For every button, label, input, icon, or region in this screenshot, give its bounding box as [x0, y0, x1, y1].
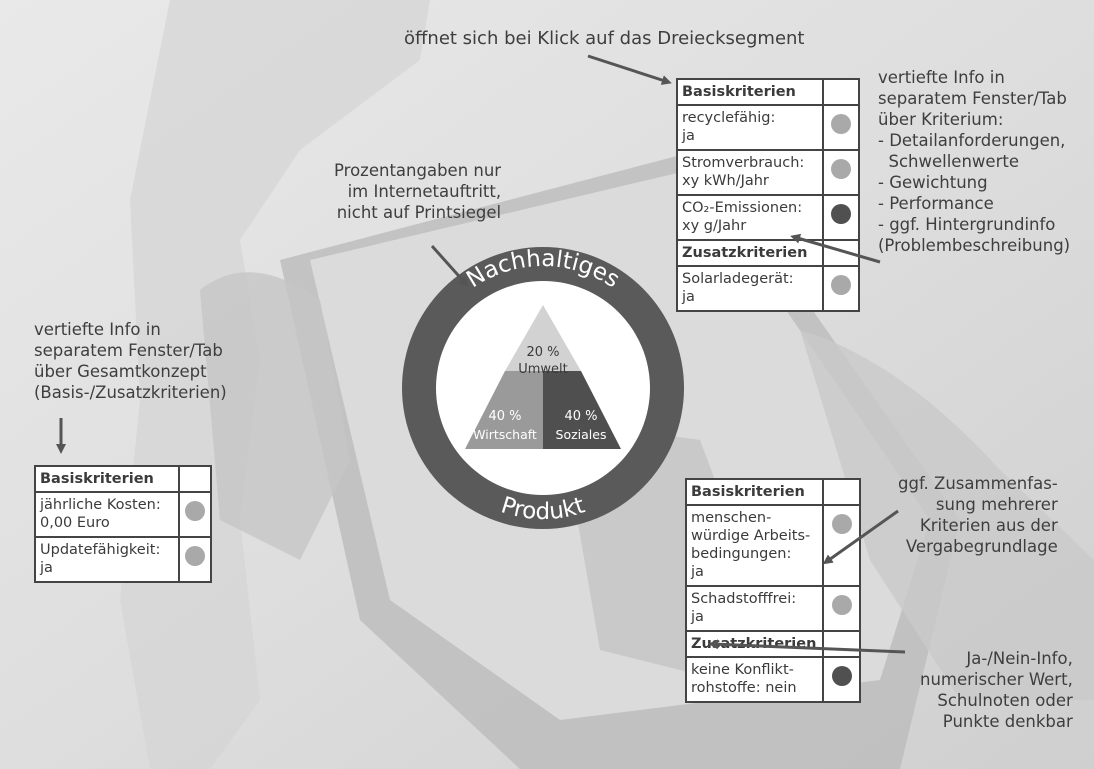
status-dot-icon [831, 204, 851, 224]
status-dot-icon [831, 595, 852, 615]
note-top: öffnet sich bei Klick auf das Dreieckseg… [404, 28, 805, 49]
status-dot-icon [831, 275, 851, 295]
note-right-top: vertiefte Info in separatem Fenster/Tab … [878, 68, 1071, 255]
segment-soziales-percent: 40 % [564, 409, 597, 424]
table-header-zusatz: Zusatzkriterien [678, 241, 858, 267]
criterion-text: Stromverbrauch: xy kWh/Jahr [678, 151, 824, 194]
segment-wirtschaft[interactable] [465, 371, 543, 449]
criterion-row[interactable]: Solarladegerät: ja [678, 267, 858, 310]
table-header-basis: Basiskriterien [678, 80, 858, 106]
criteria-table-bottom: Basiskriterien menschen- würdige Arbeits… [685, 478, 861, 703]
criterion-text: recyclefähig: ja [678, 106, 824, 149]
note-left: vertiefte Info in separatem Fenster/Tab … [34, 320, 227, 402]
criterion-text: Updatefähigkeit: ja [36, 538, 180, 581]
status-dot-icon [831, 114, 851, 134]
status-dot-icon [185, 501, 205, 521]
table-header-basis: Basiskriterien [687, 480, 859, 506]
criterion-text: Schadstofffrei: ja [687, 587, 824, 630]
criterion-text: Solarladegerät: ja [678, 267, 824, 310]
basis-header-label: Basiskriterien [678, 80, 824, 104]
segment-umwelt-label: Umwelt [518, 362, 568, 377]
segment-umwelt-percent: 20 % [526, 345, 559, 360]
segment-soziales-label: Soziales [556, 427, 607, 442]
segment-soziales[interactable] [543, 371, 621, 449]
note-right-mid: ggf. Zusammenfas- sung mehrerer Kriterie… [898, 474, 1058, 556]
criterion-row[interactable]: keine Konflikt- rohstoffe: nein [687, 658, 859, 701]
criterion-text: keine Konflikt- rohstoffe: nein [687, 658, 824, 701]
segment-umwelt[interactable] [505, 305, 581, 371]
zusatz-header-label: Zusatzkriterien [678, 241, 824, 265]
criteria-table-left: Basiskriterien jährliche Kosten: 0,00 Eu… [34, 465, 212, 583]
note-percent: Prozentangaben nur im Internetauftritt, … [334, 161, 502, 222]
table-header-basis: Basiskriterien [36, 467, 210, 493]
criterion-row[interactable]: menschen- würdige Arbeits- bedingungen: … [687, 506, 859, 587]
status-dot-icon [831, 666, 852, 686]
criterion-row[interactable]: jährliche Kosten: 0,00 Euro [36, 493, 210, 538]
criterion-row[interactable]: recyclefähig: ja [678, 106, 858, 151]
basis-header-label: Basiskriterien [687, 480, 824, 504]
note-right-bottom: Ja-/Nein-Info, numerischer Wert, Schulno… [920, 649, 1073, 731]
status-dot-icon [831, 514, 852, 534]
segment-wirtschaft-percent: 40 % [488, 409, 521, 424]
status-dot-icon [185, 546, 205, 566]
criterion-text: CO₂-Emissionen: xy g/Jahr [678, 196, 824, 239]
criterion-row[interactable]: Updatefähigkeit: ja [36, 538, 210, 581]
criterion-row[interactable]: CO₂-Emissionen: xy g/Jahr [678, 196, 858, 241]
criteria-table-top: Basiskriterien recyclefähig: ja Stromver… [676, 78, 860, 312]
zusatz-header-label: Zusatzkriterien [687, 632, 824, 656]
criterion-row[interactable]: Schadstofffrei: ja [687, 587, 859, 632]
status-dot-icon [831, 159, 851, 179]
criterion-text: menschen- würdige Arbeits- bedingungen: … [687, 506, 824, 585]
basis-header-label: Basiskriterien [36, 467, 180, 491]
criterion-text: jährliche Kosten: 0,00 Euro [36, 493, 180, 536]
segment-wirtschaft-label: Wirtschaft [473, 427, 537, 442]
table-header-zusatz: Zusatzkriterien [687, 632, 859, 658]
criterion-row[interactable]: Stromverbrauch: xy kWh/Jahr [678, 151, 858, 196]
